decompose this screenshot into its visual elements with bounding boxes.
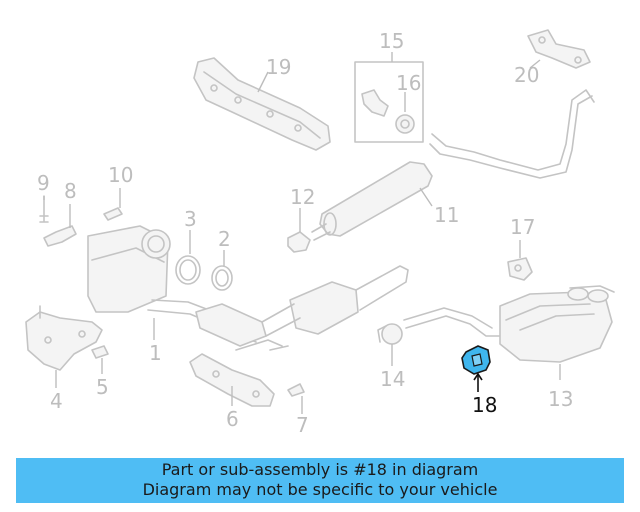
callout-17: 17	[510, 215, 535, 239]
part-19-heat-shield	[193, 57, 331, 151]
callout-18-highlighted: 18	[472, 393, 497, 417]
info-banner: Part or sub-assembly is #18 in diagram D…	[16, 458, 624, 503]
callout-14: 14	[380, 367, 405, 391]
callout-8: 8	[64, 179, 77, 203]
callout-16: 16	[396, 71, 421, 95]
callout-13: 13	[548, 387, 573, 411]
part-18-rubber-hanger	[461, 345, 491, 392]
banner-line-1: Part or sub-assembly is #18 in diagram	[161, 460, 479, 479]
callout-12: 12	[290, 185, 315, 209]
part-14-clamp	[377, 323, 403, 366]
callout-11: 11	[434, 203, 459, 227]
part-10-bolt	[103, 188, 123, 221]
callout-3: 3	[184, 207, 197, 231]
callout-6: 6	[226, 407, 239, 431]
part-8-bracket	[43, 204, 77, 247]
part-20-bracket	[527, 29, 591, 69]
part-1-front-pipe-converter	[87, 225, 409, 351]
part-9-bolt	[39, 195, 49, 223]
callout-2: 2	[218, 227, 231, 251]
callout-19: 19	[266, 55, 291, 79]
callout-7: 7	[296, 413, 309, 437]
part-15-16-group	[354, 52, 424, 143]
part-17-hanger-bracket	[507, 240, 533, 281]
exhaust-parts-diagram: 1 2 3 4 5 6 7 8 9 10 11 12 13 14 15 16 1…	[25, 29, 615, 437]
part-7-bolt	[287, 383, 305, 414]
callout-20: 20	[514, 63, 539, 87]
part-11-center-muffler	[311, 89, 595, 241]
part-6-heat-shield	[189, 353, 275, 407]
callout-5: 5	[96, 375, 109, 399]
part-13-rear-muffler	[403, 285, 615, 380]
part-3-gasket	[175, 230, 201, 285]
part-12-clamp	[287, 208, 311, 253]
part-2-gasket	[211, 250, 233, 291]
callout-15: 15	[379, 29, 404, 53]
callout-9: 9	[37, 171, 50, 195]
callout-1: 1	[149, 341, 162, 365]
callout-10: 10	[108, 163, 133, 187]
part-5-bolt	[91, 345, 109, 374]
banner-line-2: Diagram may not be specific to your vehi…	[142, 480, 498, 499]
part-4-bracket	[25, 305, 103, 388]
callout-4: 4	[50, 389, 63, 413]
